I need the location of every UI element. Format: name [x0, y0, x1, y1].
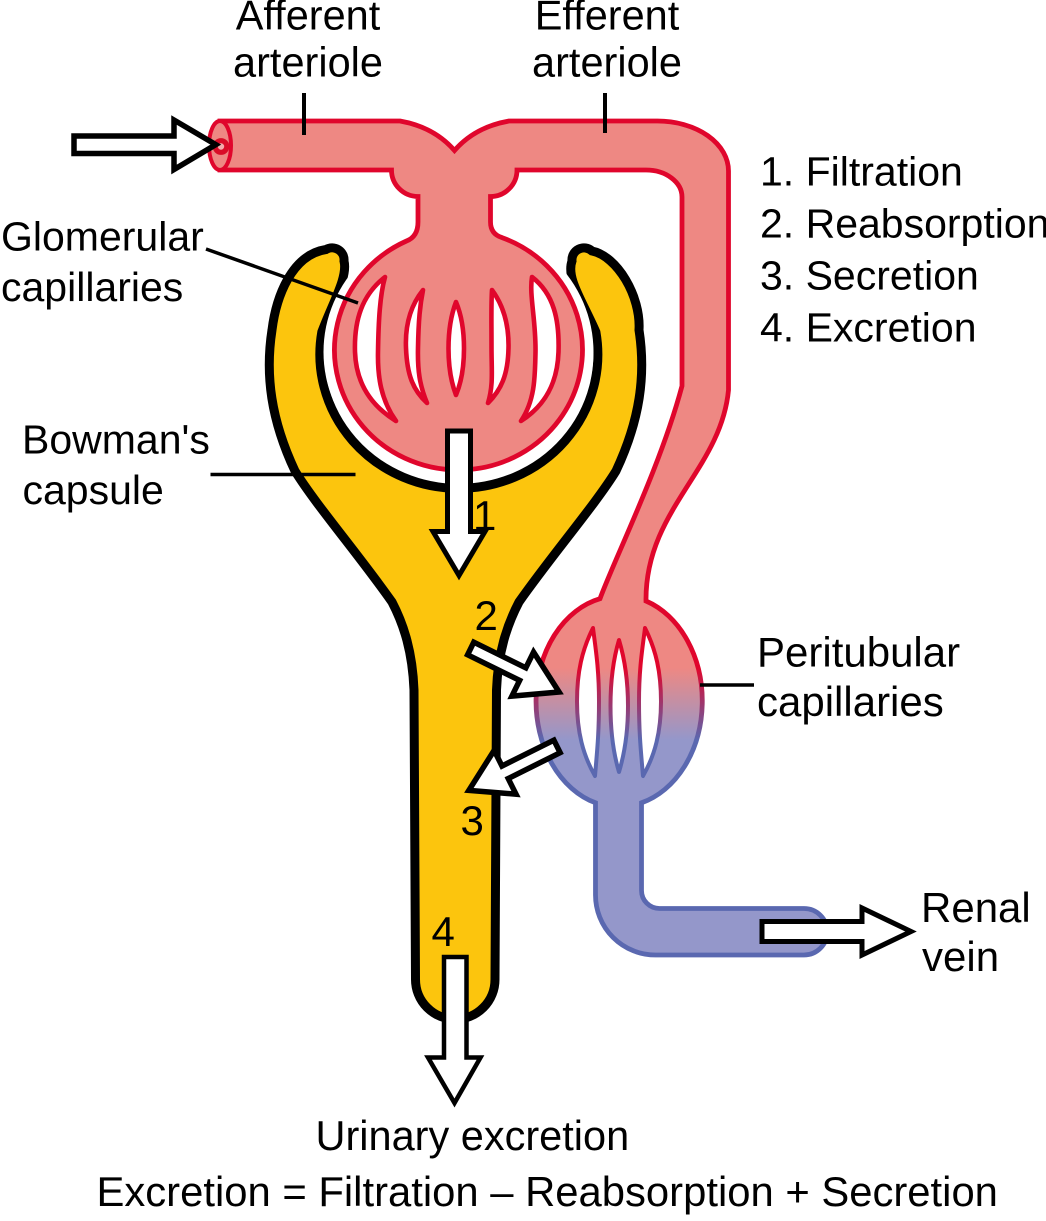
svg-text:1: 1: [473, 492, 496, 539]
svg-text:arteriole: arteriole: [532, 39, 682, 86]
svg-text:vein: vein: [922, 933, 999, 980]
svg-text:2: 2: [475, 592, 498, 639]
svg-text:Urinary excretion: Urinary excretion: [316, 1112, 630, 1159]
svg-text:Renal: Renal: [921, 884, 1031, 931]
svg-text:capillaries: capillaries: [1, 264, 183, 310]
svg-text:4. Excretion: 4. Excretion: [760, 305, 977, 351]
svg-text:Bowman's: Bowman's: [22, 417, 210, 463]
svg-text:arteriole: arteriole: [233, 39, 383, 86]
svg-text:4: 4: [432, 908, 455, 955]
svg-text:capillaries: capillaries: [757, 678, 944, 725]
svg-text:1. Filtration: 1. Filtration: [760, 149, 963, 195]
svg-text:capsule: capsule: [23, 467, 164, 513]
svg-text:Excretion = Filtration – Reabs: Excretion = Filtration – Reabsorption + …: [97, 1168, 998, 1215]
svg-text:Efferent: Efferent: [535, 0, 680, 39]
svg-text:Peritubular: Peritubular: [757, 629, 960, 676]
svg-text:3. Secretion: 3. Secretion: [760, 253, 979, 299]
svg-text:3: 3: [461, 797, 484, 844]
svg-text:Glomerular: Glomerular: [1, 214, 204, 260]
svg-text:Afferent: Afferent: [236, 0, 381, 39]
svg-text:2. Reabsorption: 2. Reabsorption: [760, 201, 1046, 247]
